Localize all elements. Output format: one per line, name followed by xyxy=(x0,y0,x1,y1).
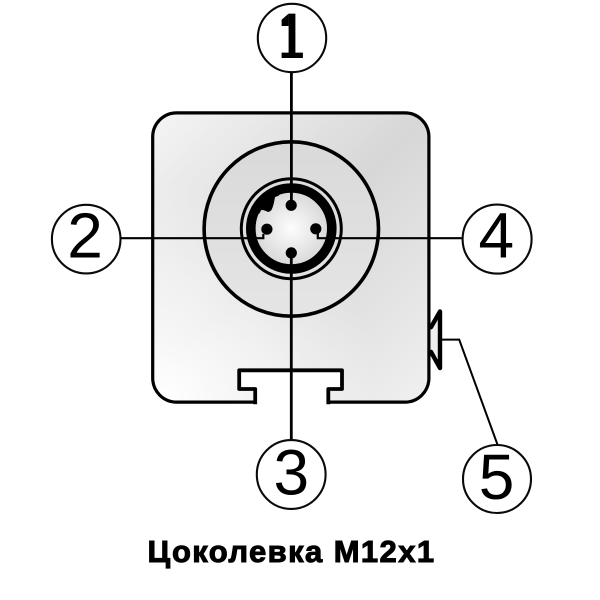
svg-text:5: 5 xyxy=(479,441,515,513)
svg-text:Цоколевка M12x1: Цоколевка M12x1 xyxy=(148,534,436,569)
svg-text:4: 4 xyxy=(479,200,515,272)
svg-text:2: 2 xyxy=(67,200,103,272)
svg-text:3: 3 xyxy=(274,436,310,508)
